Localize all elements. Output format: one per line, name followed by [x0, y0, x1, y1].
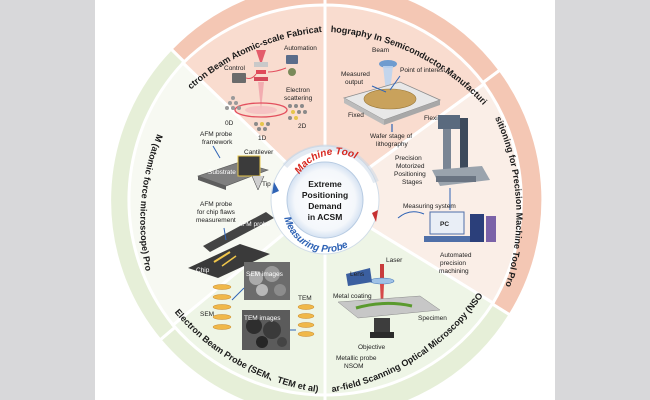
- label-automated: Automated: [440, 252, 472, 259]
- tip-icon: [251, 175, 265, 191]
- illustration-tool-positioning: Precision Motorized Positioning Stages M…: [394, 115, 496, 275]
- label-electron: Electron: [286, 87, 310, 94]
- label-sem: SEM: [200, 311, 214, 318]
- metallic-probe-icon: [346, 268, 372, 286]
- motor-head: [438, 115, 460, 129]
- center-hub: Machine Tool Measuring Probe Extreme Pos…: [270, 144, 380, 255]
- label-cantilever: Cantilever: [244, 149, 274, 156]
- label-chip: Chip: [196, 267, 210, 274]
- label-precision-2: precision: [440, 260, 466, 267]
- lattice-0d-icon: [225, 96, 241, 110]
- specimen-stage: [337, 295, 441, 319]
- label-objective: Objective: [358, 344, 385, 351]
- label-automation: Automation: [284, 45, 317, 52]
- objective-icon: [374, 318, 390, 332]
- label-fixed: Fixed: [348, 112, 364, 119]
- label-substrate: Substrate: [208, 169, 236, 176]
- arrow-icon: [272, 182, 279, 194]
- label-laser: Laser: [386, 257, 403, 264]
- label-beam: Beam: [372, 47, 389, 54]
- label-sem-images: SEM images: [246, 271, 284, 278]
- lattice-1d-icon: [254, 122, 270, 131]
- center-line-2: Positioning: [302, 190, 348, 200]
- label-tip: Tip: [262, 181, 271, 188]
- cantilever-icon: [237, 155, 261, 177]
- label-motorized: Motorized: [396, 163, 425, 170]
- center-line-4: in ACSM: [308, 212, 343, 222]
- label-tem-images: TEM images: [244, 315, 281, 322]
- tem-column-icon: [297, 304, 315, 337]
- label-measured: Measured: [341, 71, 370, 78]
- label-0d: 0D: [225, 120, 234, 127]
- label-output: output: [345, 79, 363, 86]
- lattice-2d-icon: [288, 104, 307, 120]
- field-electron-beam-fabrication: [180, 3, 327, 204]
- afm-probe-bar: [203, 212, 274, 252]
- field-afm-probe: [127, 60, 328, 328]
- label-lithography: lithography: [376, 141, 409, 148]
- illustration-electron-beam-probe: SEM SEM images TEM TEM images: [200, 262, 315, 350]
- label-measuring-system: Measuring system: [403, 203, 456, 210]
- center-line-3: Demand: [308, 201, 342, 211]
- arrow-icon: [372, 210, 378, 222]
- scattering-ring: [234, 102, 288, 118]
- label-afm-framework-1: AFM probe: [200, 131, 233, 138]
- label-stages: Stages: [402, 179, 423, 186]
- illustration-electron-beam-fabrication: Control Automation Electron scattering 0…: [224, 45, 317, 142]
- label-afm-probe: AFM probe: [238, 221, 271, 228]
- electron-gun-icon: [256, 50, 266, 62]
- label-1d: 1D: [258, 135, 267, 142]
- wafer-icon: [363, 88, 417, 110]
- illustration-nsom: Laser Lens Metal coating Specimen Object…: [333, 257, 447, 370]
- laser-icon: [380, 264, 384, 280]
- specimen-icon: [355, 301, 413, 310]
- label-scattering: scattering: [284, 95, 313, 102]
- label-afm-framework-2: framework: [202, 139, 233, 146]
- label-machining: machining: [439, 268, 469, 275]
- label-afm-chip-1: AFM probe: [200, 201, 233, 208]
- label-metallic-probe: Metallic probe: [336, 355, 377, 362]
- lens-icon: [369, 277, 395, 285]
- label-afm-chip-3: measurement: [196, 217, 236, 224]
- label-tem: TEM: [298, 295, 312, 302]
- sem-column-icon: [212, 284, 232, 330]
- label-metallic-nsom: NSOM: [344, 363, 364, 370]
- label-metal-coating: Metal coating: [333, 293, 372, 300]
- pc-monitor-icon: [429, 211, 465, 235]
- center-disk: [286, 161, 364, 239]
- label-point-of-interest: Point of interest: [400, 67, 445, 74]
- automation-icon: [286, 55, 298, 64]
- control-icon: [232, 73, 246, 83]
- illustration-afm-probe: AFM probe framework Substrate Cantilever…: [188, 131, 274, 278]
- label-specimen: Specimen: [418, 315, 447, 322]
- label-pc: PC: [440, 221, 449, 228]
- label-control: Control: [224, 65, 246, 72]
- label-afm-chip-2: for chip flaws: [197, 209, 236, 216]
- label-flexible: Flexible: [424, 115, 447, 122]
- illustration-lithography: Beam Point of interest Measured output F…: [341, 47, 447, 148]
- label-2d: 2D: [298, 123, 307, 130]
- field-tool-positioning: [322, 81, 523, 306]
- center-line-1: Extreme: [308, 179, 342, 189]
- label-lens: Lens: [350, 271, 365, 278]
- label-precision: Precision: [395, 155, 422, 162]
- label-wafer-stage: Wafer stage of: [370, 133, 412, 140]
- label-positioning: Positioning: [394, 171, 426, 178]
- pc-tower-icon: [470, 214, 484, 242]
